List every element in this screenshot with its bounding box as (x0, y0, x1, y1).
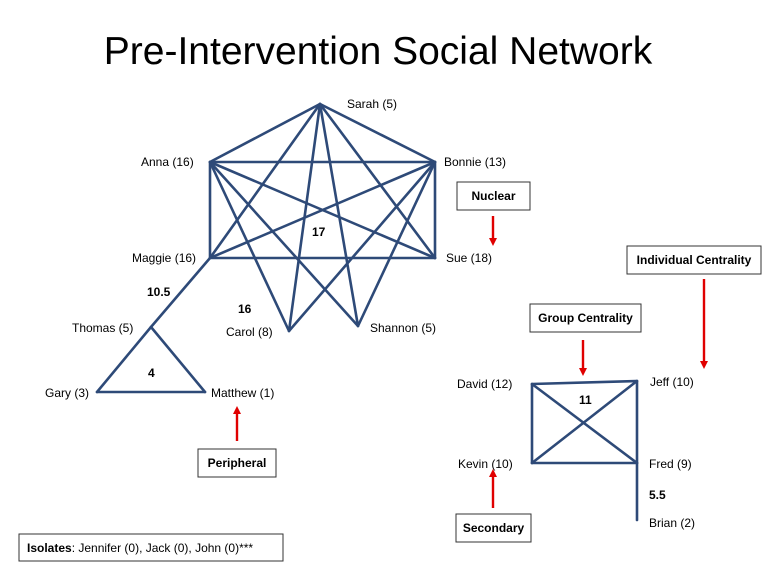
edge-sarah-anna (208, 102, 322, 164)
edge-sarah-bonnie (318, 102, 437, 164)
node-anna: Anna (16) (141, 155, 194, 169)
node-sue: Sue (18) (446, 251, 492, 265)
callout-individual-centrality: Individual Centrality (626, 245, 762, 275)
node-brian: Brian (2) (649, 516, 695, 530)
edge-thomas-matthew (149, 325, 207, 394)
number-core: 17 (312, 225, 326, 239)
group-numbers: 17 16 10.5 4 11 5.5 (147, 225, 666, 502)
number-carol-link: 16 (238, 302, 252, 316)
callout-peripheral: Peripheral (197, 448, 277, 478)
callout-group-centrality-label: Group Centrality (538, 311, 633, 325)
node-thomas: Thomas (5) (72, 321, 133, 335)
number-triangle: 4 (148, 366, 155, 380)
page-title: Pre-Intervention Social Network (104, 30, 653, 73)
node-bonnie: Bonnie (13) (444, 155, 506, 169)
node-labels: Sarah (5) Anna (16) Bonnie (13) Maggie (… (45, 97, 695, 530)
callout-nuclear-label: Nuclear (471, 189, 515, 203)
edge-anna-carol (208, 160, 291, 333)
edge-bonnie-carol (287, 160, 437, 333)
isolates-box: Isolates: Jennifer (0), Jack (0), John (… (18, 533, 284, 562)
number-square: 11 (579, 393, 592, 407)
core-clique-edges (149, 102, 437, 333)
node-david: David (12) (457, 377, 512, 391)
edge-anna-shannon (208, 160, 360, 328)
number-brian-link: 5.5 (649, 488, 666, 502)
callout-secondary: Secondary (455, 513, 532, 543)
isolates-label: Isolates (27, 541, 72, 555)
edge-sarah-sue (318, 102, 437, 260)
edge-sarah-carol (287, 102, 322, 333)
edge-bonnie-shannon (356, 160, 437, 328)
triangle-edges (95, 325, 207, 394)
callout-secondary-label: Secondary (463, 521, 525, 535)
node-gary: Gary (3) (45, 386, 89, 400)
edge-david-jeff (530, 379, 639, 386)
square-group-edges (530, 379, 639, 522)
callout-nuclear: Nuclear (456, 181, 531, 211)
edge-thomas-gary (95, 325, 153, 394)
callout-arrows (233, 216, 708, 508)
svg-text:Isolates: Jennifer (0), Jack (: Isolates: Jennifer (0), Jack (0), John (… (27, 541, 253, 555)
node-maggie: Maggie (16) (132, 251, 196, 265)
callout-individual-centrality-label: Individual Centrality (637, 253, 752, 267)
callout-group-centrality: Group Centrality (529, 303, 642, 333)
callout-peripheral-label: Peripheral (208, 456, 267, 470)
number-thomas-link: 10.5 (147, 285, 171, 299)
node-kevin: Kevin (10) (458, 457, 513, 471)
edge-maggie-thomas (149, 256, 212, 329)
node-jeff: Jeff (10) (650, 375, 694, 389)
node-matthew: Matthew (1) (211, 386, 274, 400)
isolates-text: : Jennifer (0), Jack (0), John (0)*** (72, 541, 254, 555)
edge-jeff-kevin (530, 379, 639, 465)
node-sarah: Sarah (5) (347, 97, 397, 111)
node-carol: Carol (8) (226, 325, 273, 339)
edge-sarah-shannon (318, 102, 360, 328)
edge-sarah-maggie (208, 102, 322, 260)
node-fred: Fred (9) (649, 457, 692, 471)
node-shannon: Shannon (5) (370, 321, 436, 335)
